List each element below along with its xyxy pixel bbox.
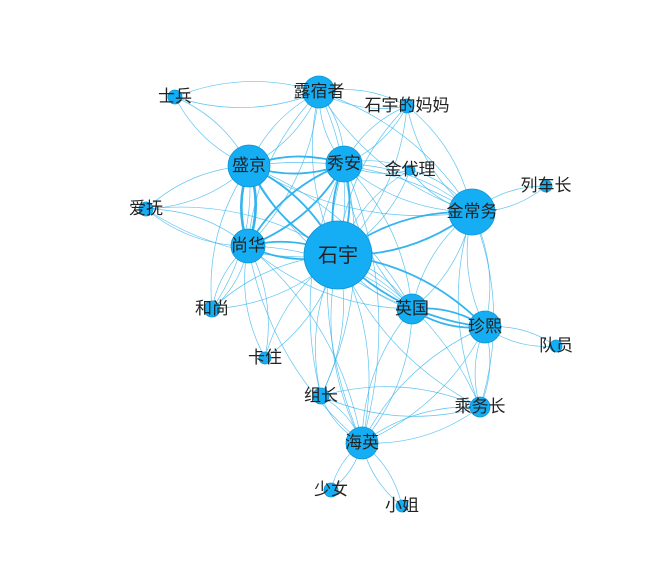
node-yingguo[interactable] — [396, 293, 428, 325]
node-label-shanghua: 尚华 — [231, 236, 265, 256]
node-xiaojie[interactable] — [395, 499, 409, 513]
node-kazhu[interactable] — [258, 351, 272, 365]
edge-zuzhang-chengwuzhang — [320, 386, 481, 408]
node-aifu[interactable] — [138, 201, 154, 217]
node-label-mama: 石宇的妈妈 — [365, 96, 450, 116]
node-zuzhang[interactable] — [312, 387, 330, 405]
edge-shengjing-jinchangwu — [248, 162, 473, 213]
node-label-duiyuan: 队员 — [539, 336, 573, 356]
nodes-layer — [138, 75, 563, 513]
edge-jinchangwu-chengwuzhang — [457, 211, 481, 408]
edge-zhenxi-haiying — [361, 326, 486, 444]
node-chengwuzhang[interactable] — [469, 396, 491, 418]
node-shengjing[interactable] — [227, 144, 271, 188]
edge-lusuzhe-shibing — [174, 81, 320, 98]
node-label-xiuan: 秀安 — [327, 154, 361, 174]
edge-zuzhang-chengwuzhang — [320, 395, 481, 417]
node-shanghua[interactable] — [230, 228, 266, 264]
node-mama[interactable] — [399, 98, 415, 114]
edge-yingguo-shanghua — [247, 245, 413, 310]
node-zhenxi[interactable] — [468, 310, 502, 344]
node-duiyuan[interactable] — [549, 339, 563, 353]
node-label-zhenxi: 珍熙 — [468, 317, 502, 337]
node-label-shaonv: 少女 — [314, 480, 348, 500]
node-lusuzhe[interactable] — [302, 75, 336, 109]
node-label-kazhu: 卡住 — [248, 348, 282, 368]
edge-zuzhang-xiuan — [309, 163, 345, 397]
node-label-xiaojie: 小姐 — [385, 496, 419, 516]
node-label-haiying: 海英 — [345, 433, 379, 453]
node-label-shibing: 士兵 — [158, 87, 192, 107]
edge-lusuzhe-shanghua — [247, 91, 320, 247]
node-shibing[interactable] — [167, 89, 183, 105]
node-label-shiyu: 石宇 — [318, 243, 358, 267]
edge-lusuzhe-shibing — [174, 91, 320, 108]
edge-xiuan-yingguo — [343, 163, 413, 310]
edge-yingguo-haiying — [361, 308, 413, 444]
node-jindaili[interactable] — [404, 164, 416, 176]
edge-haiying-shanghua — [247, 245, 363, 444]
node-xiuan[interactable] — [325, 145, 363, 183]
node-label-lusuzhe: 露宿者 — [294, 82, 345, 102]
node-label-jindaili: 金代理 — [385, 160, 436, 180]
node-label-jinchangwu: 金常务 — [447, 202, 498, 222]
node-label-lieche: 列车长 — [521, 176, 572, 196]
node-shaonv[interactable] — [323, 482, 339, 498]
edge-haiying-shanghua — [247, 245, 363, 444]
edge-jinchangwu-lusuzhe — [318, 91, 473, 213]
node-label-chengwuzhang: 乘务长 — [455, 397, 506, 417]
node-shiyu[interactable] — [303, 220, 373, 290]
node-label-shengjing: 盛京 — [232, 156, 266, 176]
node-label-heshang: 和尚 — [195, 299, 229, 319]
edge-haiying-xiuan — [343, 163, 380, 444]
node-label-aifu: 爱抚 — [129, 199, 163, 219]
node-jinchangwu[interactable] — [448, 188, 496, 236]
node-label-zuzhang: 组长 — [304, 386, 338, 406]
edge-jinchangwu-lusuzhe — [318, 91, 473, 213]
edge-zhenxi-haiying — [361, 326, 486, 444]
edge-yingguo-haiying — [361, 308, 413, 444]
edge-shengjing-jinchangwu — [248, 165, 473, 216]
node-heshang[interactable] — [203, 300, 221, 318]
edge-jinchangwu-chengwuzhang — [471, 211, 495, 408]
node-lieche[interactable] — [539, 179, 553, 193]
node-label-yingguo: 英国 — [395, 299, 429, 319]
edge-haiying-xiuan — [326, 163, 363, 444]
node-haiying[interactable] — [345, 426, 379, 460]
